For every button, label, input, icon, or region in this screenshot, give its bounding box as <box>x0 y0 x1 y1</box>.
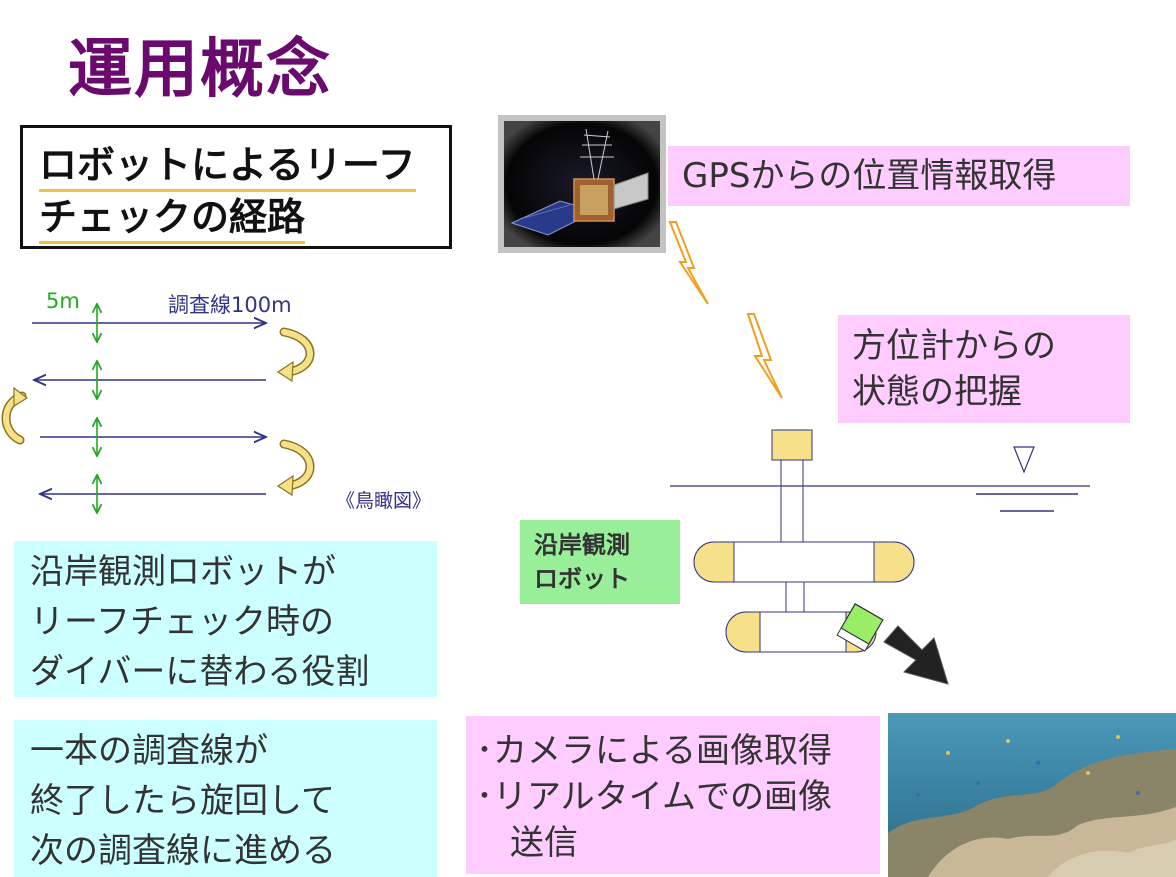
robot-diagram <box>693 429 949 685</box>
turning-explanation-box: 一本の調査線が 終了したら旋回して 次の調査線に進める <box>14 720 437 877</box>
dimension-5m-label: 5m <box>46 289 80 313</box>
lightning-icon <box>746 313 783 399</box>
reef-photo <box>888 713 1176 877</box>
water-level-icon <box>976 446 1078 512</box>
turn-arrow-icon <box>276 439 315 497</box>
robot-label: 沿岸観測 ロボット <box>520 520 680 604</box>
camera-icon <box>836 603 884 652</box>
gps-info-box: GPSからの位置情報取得 <box>668 146 1130 206</box>
survey-path-diagram <box>1 0 315 520</box>
camera-info-box: ･カメラによる画像取得 ･リアルタイムでの画像 送信 <box>466 716 880 874</box>
lightning-icon <box>668 221 709 305</box>
camera-direction-arrow <box>883 625 949 685</box>
compass-info-box: 方位計からの 状態の把握 <box>838 315 1130 423</box>
satellite-image <box>498 115 666 253</box>
route-line-2: チェックの経路 <box>39 194 306 244</box>
birdseye-view-label: 《鳥瞰図》 <box>336 490 432 512</box>
survey-line-length-label: 調査線100m <box>168 293 292 317</box>
route-line-1: ロボットによるリーフ <box>39 142 416 192</box>
page-title: 運用概念 <box>68 33 332 107</box>
turn-arrow-icon <box>276 327 315 383</box>
turn-arrow-icon <box>1 386 29 445</box>
route-title-box: ロボットによるリーフ チェックの経路 <box>20 125 452 249</box>
robot-role-box: 沿岸観測ロボットが リーフチェック時の ダイバーに替わる役割 <box>14 541 437 697</box>
